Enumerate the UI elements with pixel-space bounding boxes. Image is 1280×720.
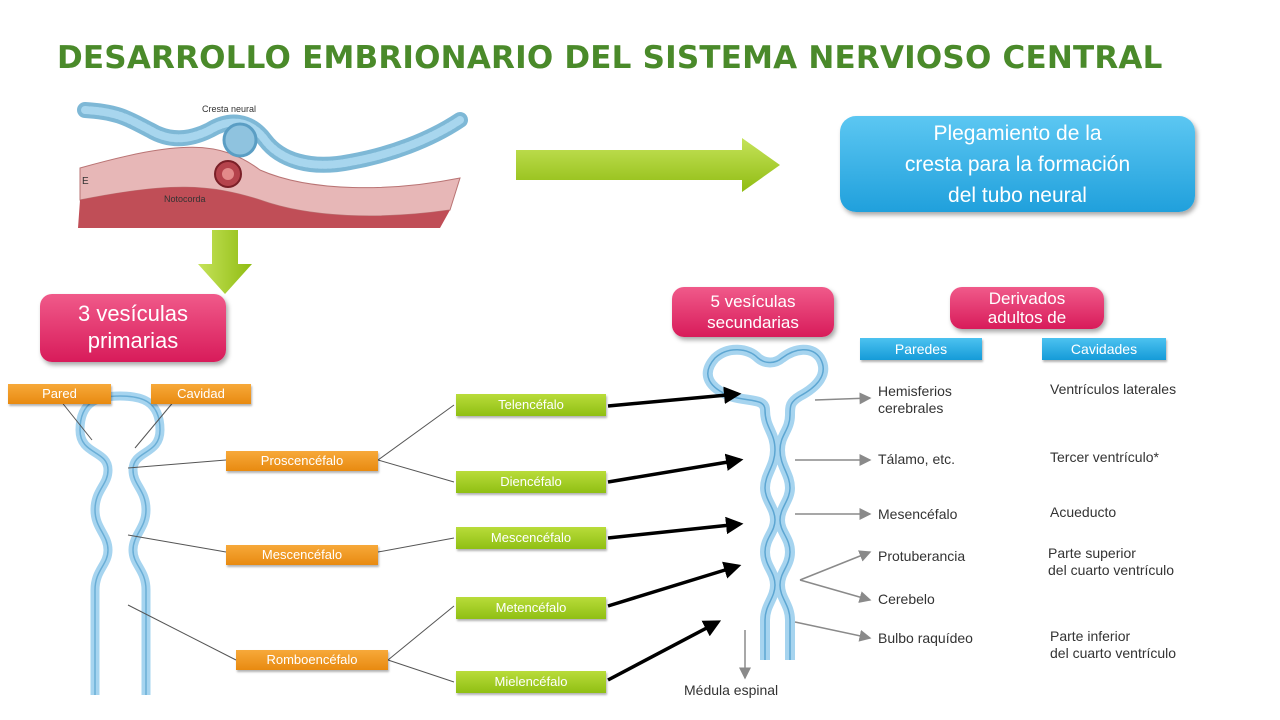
- wall-label: Bulbo raquídeo: [878, 630, 973, 646]
- label-e: E: [82, 176, 89, 187]
- wall-line: Hemisferios: [878, 383, 952, 399]
- cavity-label: Parte inferior del cuarto ventrículo: [1050, 628, 1176, 662]
- tag-mescencefalo-secondary: Mescencéfalo: [456, 527, 606, 549]
- header-paredes: Paredes: [860, 338, 982, 360]
- tag-proscencefalo: Proscencéfalo: [226, 451, 378, 471]
- wall-label: Tálamo, etc.: [878, 451, 956, 467]
- cavity-label: Tercer ventrículo*: [1050, 449, 1159, 465]
- callout-line: 5 vesículas: [710, 292, 796, 311]
- callout-line: del tubo neural: [948, 184, 1087, 207]
- tag-romboencefalo: Romboencéfalo: [236, 650, 388, 670]
- cavity-line: Parte inferior: [1050, 628, 1131, 644]
- callout-line: secundarias: [707, 313, 799, 332]
- callout-line: Plegamiento de la: [933, 122, 1102, 145]
- tag-mielencefalo: Mielencéfalo: [456, 671, 606, 693]
- cavity-label: Parte superior del cuarto ventrículo: [1048, 545, 1174, 579]
- tube-3-vesicles: [59, 391, 455, 695]
- callout-line: 3 vesículas: [77, 301, 189, 326]
- callout-3-vesiculas: 3 vesículas primarias: [40, 294, 226, 362]
- connector-arrows: [607, 386, 744, 682]
- tube-5-vesicles: [702, 344, 872, 680]
- label-notocorda: Notocorda: [164, 194, 206, 204]
- label-cresta-neural: Cresta neural: [202, 104, 257, 114]
- callout-5-vesiculas: 5 vesículas secundarias: [672, 287, 834, 337]
- wall-label: Cerebelo: [878, 591, 935, 607]
- page-title: DESARROLLO EMBRIONARIO DEL SISTEMA NERVI…: [57, 40, 1163, 76]
- cavity-line: del cuarto ventrículo: [1050, 645, 1177, 661]
- tag-diencefalo: Diencéfalo: [456, 471, 606, 493]
- tag-telencefalo: Telencéfalo: [456, 394, 606, 416]
- arrow-down-icon: [198, 230, 252, 294]
- tag-pared: Pared: [8, 384, 111, 404]
- callout-line: cresta para la formación: [904, 153, 1131, 176]
- callout-tubo-neural: Plegamiento de la cresta para la formaci…: [840, 116, 1195, 212]
- wall-label: Hemisferios cerebrales: [878, 383, 952, 417]
- cavity-line: Parte superior: [1048, 545, 1136, 561]
- callout-line: Derivados: [988, 289, 1066, 308]
- wall-line: cerebrales: [878, 400, 944, 416]
- label-medula-espinal: Médula espinal: [684, 682, 779, 698]
- callout-line: primarias: [87, 328, 179, 353]
- tag-metencefalo: Metencéfalo: [456, 597, 606, 619]
- arrow-right-icon: [516, 138, 780, 192]
- neural-crest-illustration: Cresta neural Notocorda E: [60, 100, 488, 228]
- cavity-label: Acueducto: [1050, 504, 1117, 520]
- cavity-line: del cuarto ventrículo: [1048, 562, 1175, 578]
- wall-label: Mesencéfalo: [878, 506, 958, 522]
- wall-label: Protuberancia: [878, 548, 966, 564]
- tag-mescencefalo-primary: Mescencéfalo: [226, 545, 378, 565]
- header-cavidades: Cavidades: [1042, 338, 1166, 360]
- tag-cavidad: Cavidad: [151, 384, 251, 404]
- cavity-label: Ventrículos laterales: [1050, 381, 1177, 397]
- callout-line: adultos de: [987, 308, 1067, 327]
- callout-derivados: Derivados adultos de: [950, 287, 1104, 329]
